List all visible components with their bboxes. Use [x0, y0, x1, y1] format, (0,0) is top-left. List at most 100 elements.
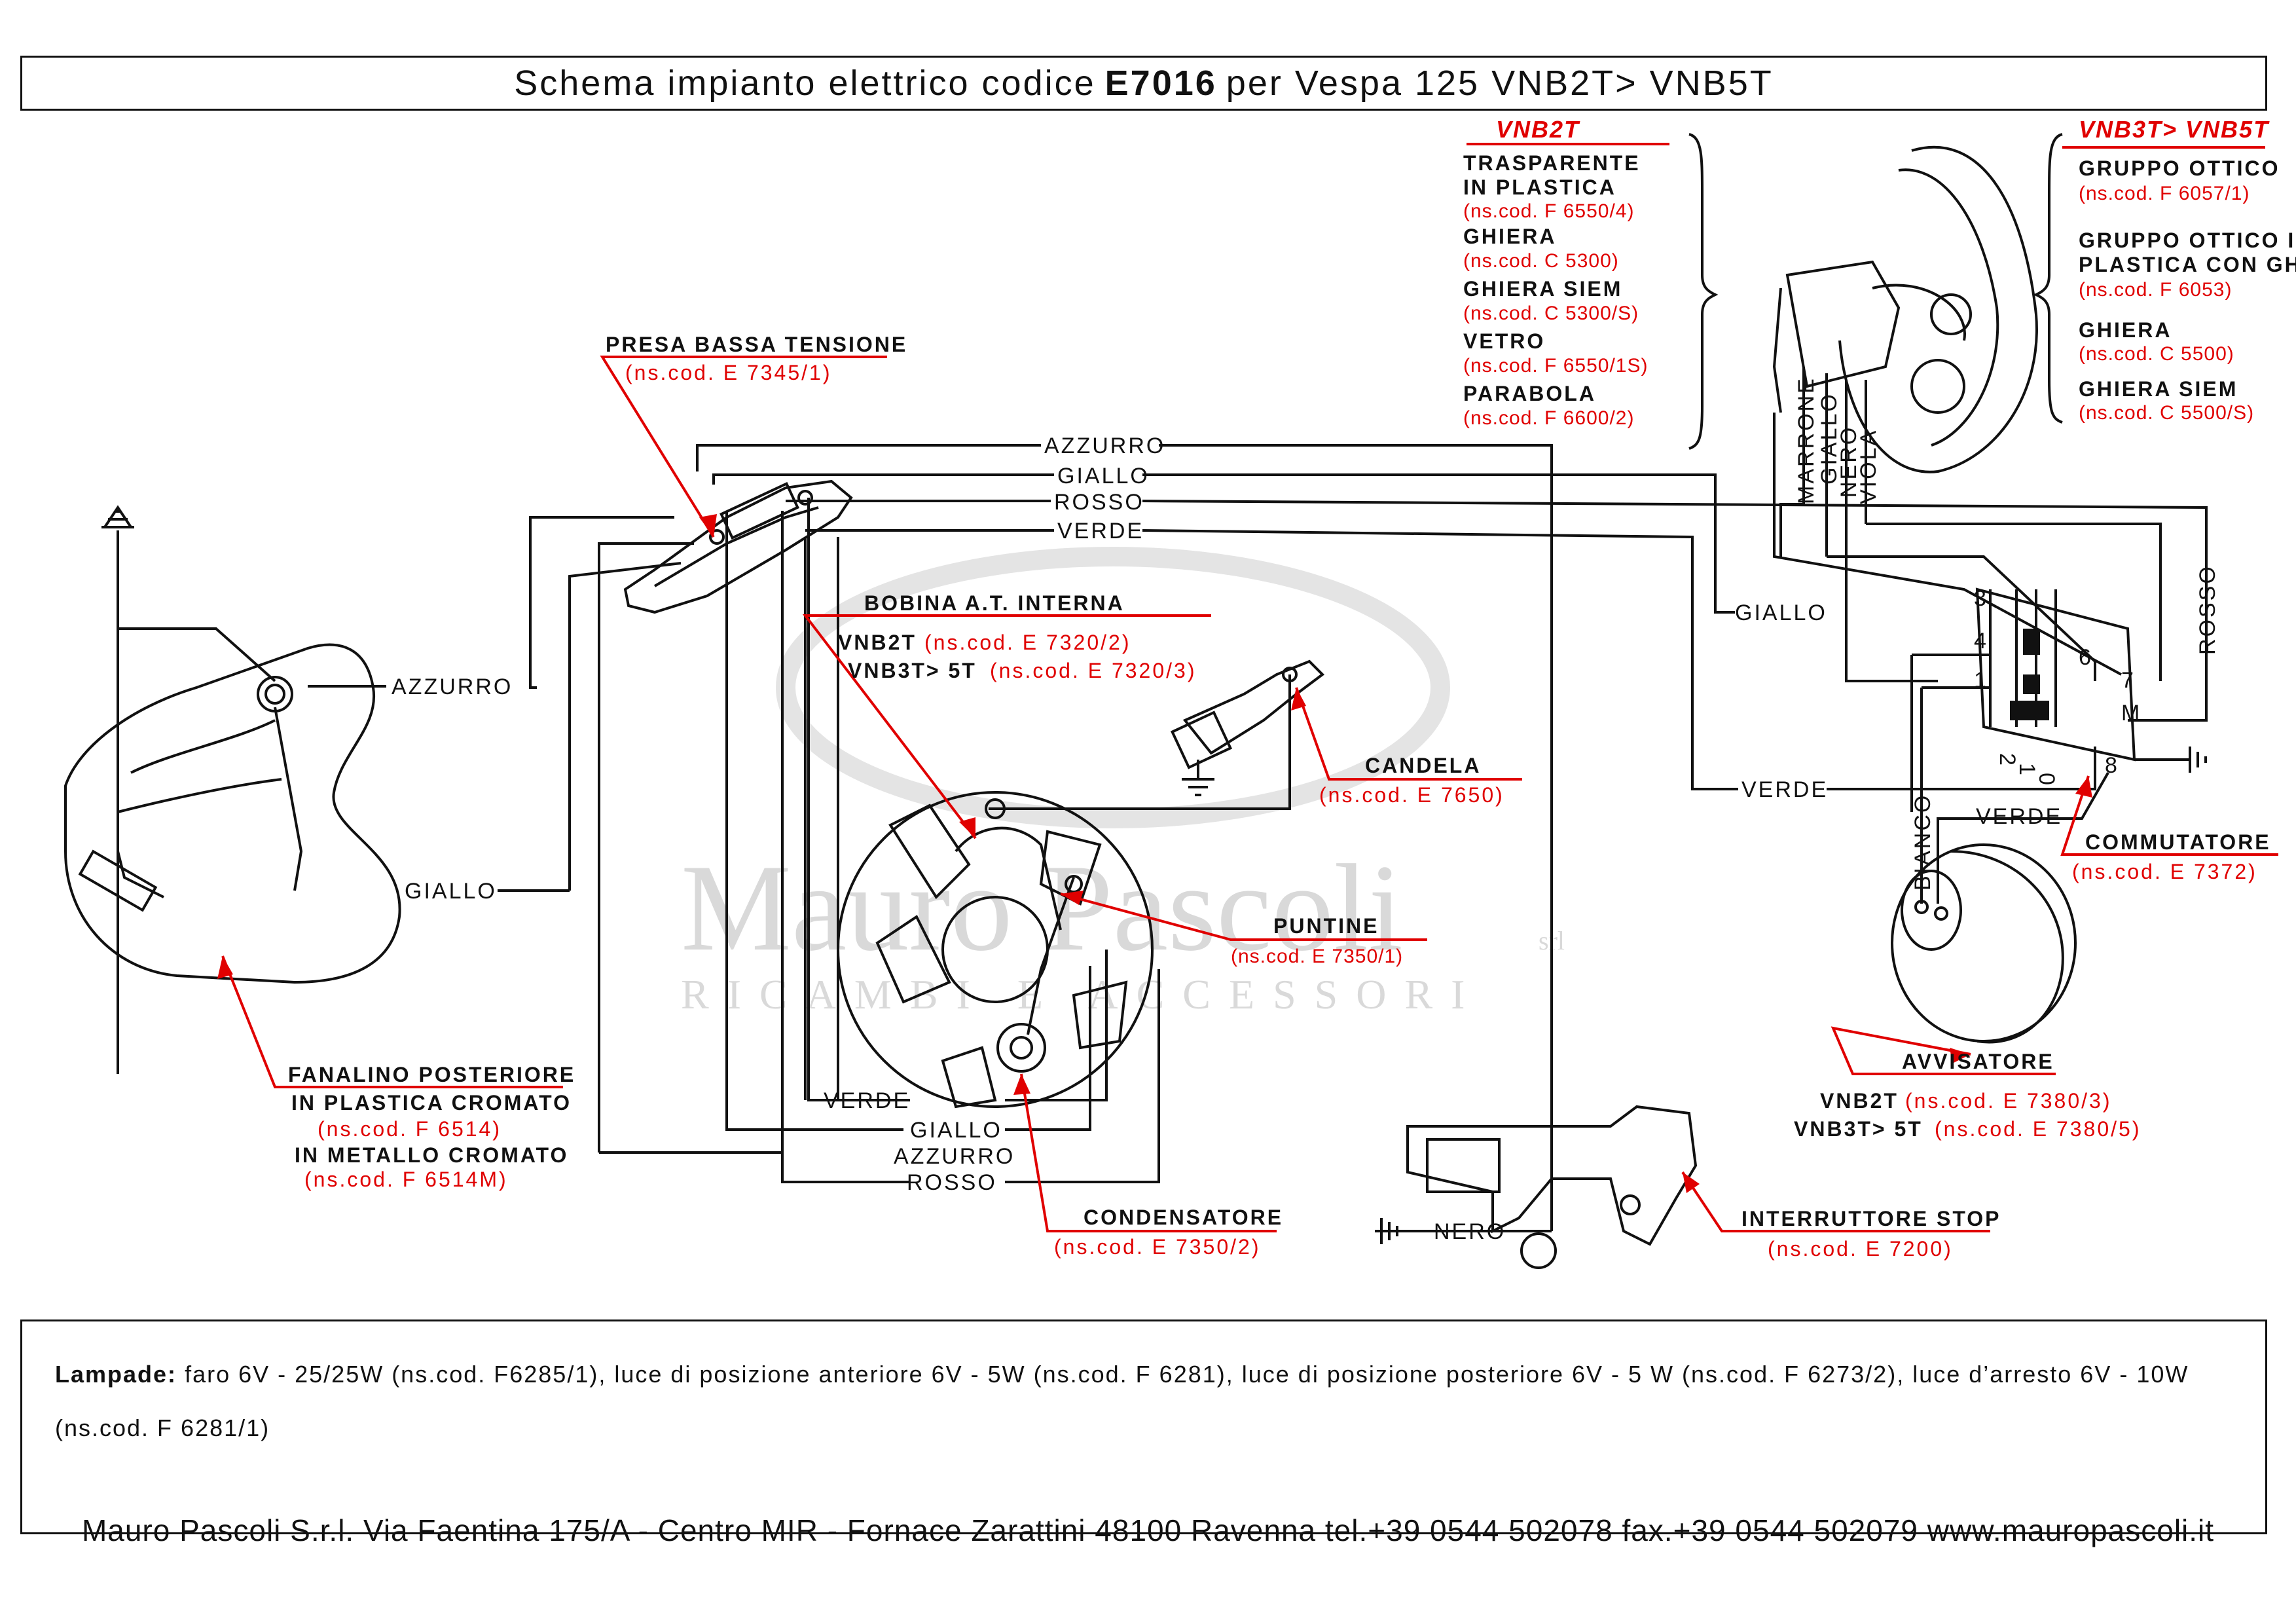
interruttore-name: INTERRUTTORE STOP: [1741, 1207, 2001, 1230]
title-code: E7016: [1104, 64, 1217, 103]
vnb2t-item-5-line1: PARABOLA: [1463, 382, 1596, 405]
commutatore-code: (ns.cod. E 7372): [2072, 860, 2257, 883]
condensatore-name: CONDENSATORE: [1084, 1206, 1283, 1229]
headlight-list-vnb2t: VNB2T TRASPARENTE IN PLASTICA (ns.cod. F…: [1463, 116, 1648, 429]
rear-lamp: [64, 505, 401, 1074]
vnb2t-item-1-line2: IN PLASTICA: [1463, 175, 1616, 199]
vnb2t-item-4-code: (ns.cod. F 6550/1S): [1463, 355, 1648, 377]
vnb3t-item-3-line1: GHIERA: [2079, 318, 2172, 342]
wire-label-giallo-top: GIALLO: [1057, 464, 1150, 489]
wire-label-viola: VIOLA: [1856, 429, 1881, 504]
fanalino-line2: IN PLASTICA CROMATO: [291, 1091, 572, 1115]
stator-plate: [837, 791, 1154, 1109]
wire-label-giallo-vert: GIALLO: [1817, 392, 1842, 485]
avvisatore-v2-code: (ns.cod. E 7380/5): [1935, 1117, 2141, 1141]
wire-label-bianco: BIANCO: [1910, 794, 1935, 891]
plug-ground-icon: [1182, 778, 1214, 796]
vnb2t-item-2-line1: GHIERA: [1463, 225, 1556, 248]
position-1: 1: [2014, 763, 2039, 777]
commutatore-name: COMMUTATORE: [2085, 830, 2271, 854]
headlight-list-vnb3t: VNB3T> VNB5T GRUPPO OTTICO (ns.cod. F 60…: [2079, 116, 2296, 424]
wire-label-giallo-left: GIALLO: [405, 879, 497, 904]
title-suffix: per Vespa 125 VNB2T> VNB5T: [1226, 64, 1774, 103]
bobina-v2-model: VNB3T> 5T: [848, 659, 977, 682]
lamps-label: Lampade:: [55, 1361, 177, 1388]
wire-label-verde-right: VERDE: [1741, 777, 1828, 802]
wire-label-marrone: MARRONE: [1794, 377, 1819, 504]
terminal-4: 4: [1974, 629, 1988, 654]
wire-label-nero-vert: NERO: [1836, 426, 1861, 498]
switch: 3 4 1 6 7 M 8 2 1 0: [1910, 586, 2207, 904]
terminal-1: 1: [1974, 668, 1988, 693]
watermark-brand: Mauro Pascoli: [681, 840, 1403, 977]
condensatore-code: (ns.cod. E 7350/2): [1054, 1235, 1260, 1259]
wire-label-azzurro-left: AZZURRO: [392, 674, 513, 699]
bobina-v1-code: (ns.cod. E 7320/2): [924, 631, 1131, 654]
vnb3t-heading: VNB3T> VNB5T: [2079, 116, 2270, 143]
stop-ground-icon: [1380, 1218, 1421, 1244]
page-title: Schema impianto elettrico codice E7016 p…: [20, 56, 2267, 111]
fanalino-name: FANALINO POSTERIORE: [288, 1063, 575, 1086]
vnb3t-item-2-line2: PLASTICA CON GHIERA: [2079, 253, 2296, 276]
wire-label-azzurro-top: AZZURRO: [1044, 434, 1165, 458]
vnb2t-item-4-line1: VETRO: [1463, 329, 1545, 353]
footer-address: Mauro Pascoli S.r.l. Via Faentina 175/A …: [81, 1513, 2215, 1547]
terminal-3: 3: [1974, 586, 1988, 611]
vnb2t-item-2-code: (ns.cod. C 5300): [1463, 250, 1619, 272]
vnb2t-item-1-line1: TRASPARENTE: [1463, 151, 1641, 175]
wire-label-azzurro-bottom: AZZURRO: [894, 1144, 1015, 1169]
fanalino-line3: IN METALLO CROMATO: [295, 1143, 568, 1167]
vnb3t-item-1-line1: GRUPPO OTTICO: [2079, 157, 2280, 180]
wire-label-giallo-right: GIALLO: [1735, 600, 1827, 625]
vnb2t-item-3-code: (ns.cod. C 5300/S): [1463, 303, 1639, 324]
ground-icon: [101, 505, 134, 528]
interruttore-code: (ns.cod. E 7200): [1768, 1237, 1953, 1261]
avvisatore-v1-code: (ns.cod. E 7380/3): [1905, 1089, 2111, 1113]
position-0: 0: [2034, 773, 2059, 787]
title-prefix: Schema impianto elettrico codice: [514, 64, 1096, 103]
wire-label-nero: NERO: [1434, 1219, 1506, 1244]
wire-label-rosso-bottom: ROSSO: [907, 1170, 997, 1195]
component-labels: PRESA BASSA TENSIONE (ns.cod. E 7345/1) …: [288, 333, 2271, 1261]
vnb3t-item-2-line1: GRUPPO OTTICO IN: [2079, 229, 2296, 252]
puntine-name: PUNTINE: [1273, 914, 1379, 938]
lamps-text: faro 6V - 25/25W (ns.cod. F6285/1), luce…: [55, 1361, 2189, 1441]
presa-bassa-name: PRESA BASSA TENSIONE: [606, 333, 907, 356]
bobina-v1-model: VNB2T: [838, 631, 917, 654]
wire-label-verde-horn: VERDE: [1976, 804, 2062, 829]
candela-name: CANDELA: [1365, 754, 1481, 777]
wire-label-rosso-vert: ROSSO: [2195, 564, 2220, 655]
vnb2t-item-1-code: (ns.cod. F 6550/4): [1463, 200, 1634, 222]
vnb3t-item-4-code: (ns.cod. C 5500/S): [2079, 402, 2254, 424]
wire-labels: AZZURRO GIALLO ROSSO VERDE AZZURRO GIALL…: [392, 377, 2220, 1244]
leader-arrows: [217, 514, 2092, 1193]
fanalino-code2: (ns.cod. F 6514M): [304, 1168, 508, 1191]
vnb3t-item-1-code: (ns.cod. F 6057/1): [2079, 183, 2250, 204]
terminal-m: M: [2121, 701, 2141, 726]
lamps-note: Lampade: faro 6V - 25/25W (ns.cod. F6285…: [20, 1320, 2267, 1534]
stop-switch: [1380, 1105, 1698, 1269]
terminal-7: 7: [2121, 668, 2136, 693]
bobina-v2-code: (ns.cod. E 7320/3): [990, 659, 1196, 682]
harness-wires: [308, 444, 2208, 1232]
vnb2t-item-3-line1: GHIERA SIEM: [1463, 277, 1622, 301]
wire-label-giallo-bottom: GIALLO: [910, 1118, 1002, 1143]
candela-code: (ns.cod. E 7650): [1319, 783, 1504, 807]
position-2: 2: [1995, 753, 2020, 767]
terminal-6: 6: [2079, 645, 2093, 670]
fanalino-code1: (ns.cod. F 6514): [318, 1117, 501, 1141]
spark-plug: [1170, 659, 1325, 796]
presa-bassa-code: (ns.cod. E 7345/1): [625, 361, 831, 384]
switch-ground-icon: [2189, 747, 2207, 773]
wire-label-verde-stator: VERDE: [824, 1088, 910, 1113]
leader-lines: [221, 143, 2278, 1232]
horn: [1891, 843, 2077, 1044]
bobina-name: BOBINA A.T. INTERNA: [864, 591, 1125, 615]
terminal-8: 8: [2105, 753, 2119, 778]
vnb2t-item-5-code: (ns.cod. F 6600/2): [1463, 407, 1634, 429]
headlight: [1772, 145, 2162, 682]
wire-label-rosso-top: ROSSO: [1054, 490, 1144, 515]
vnb3t-item-3-code: (ns.cod. C 5500): [2079, 343, 2234, 365]
wire-label-verde-top: VERDE: [1057, 519, 1144, 544]
